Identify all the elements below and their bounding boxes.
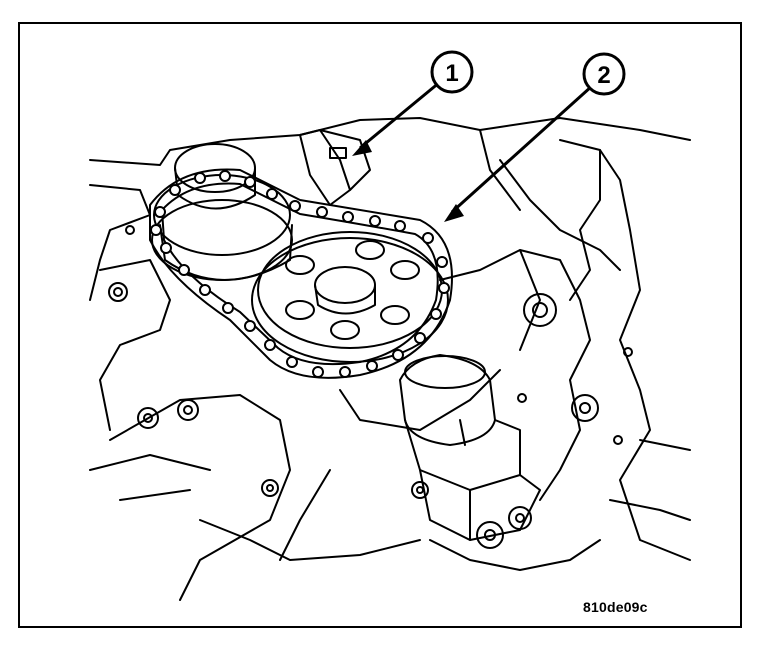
camshaft-sprocket [151,143,293,281]
callout-1: 1 [352,50,474,156]
figure-frame [18,22,742,628]
chain-tensioner [399,354,541,541]
figure-code: 810de09c [583,599,648,615]
engine-block-outline [89,117,691,601]
callout-2-label: 2 [597,62,610,89]
timing-chain [149,168,453,379]
callout-1-label: 1 [445,60,458,87]
bolts [108,225,633,549]
callout-2: 2 [444,52,626,222]
timing-chain-guide [299,129,371,206]
